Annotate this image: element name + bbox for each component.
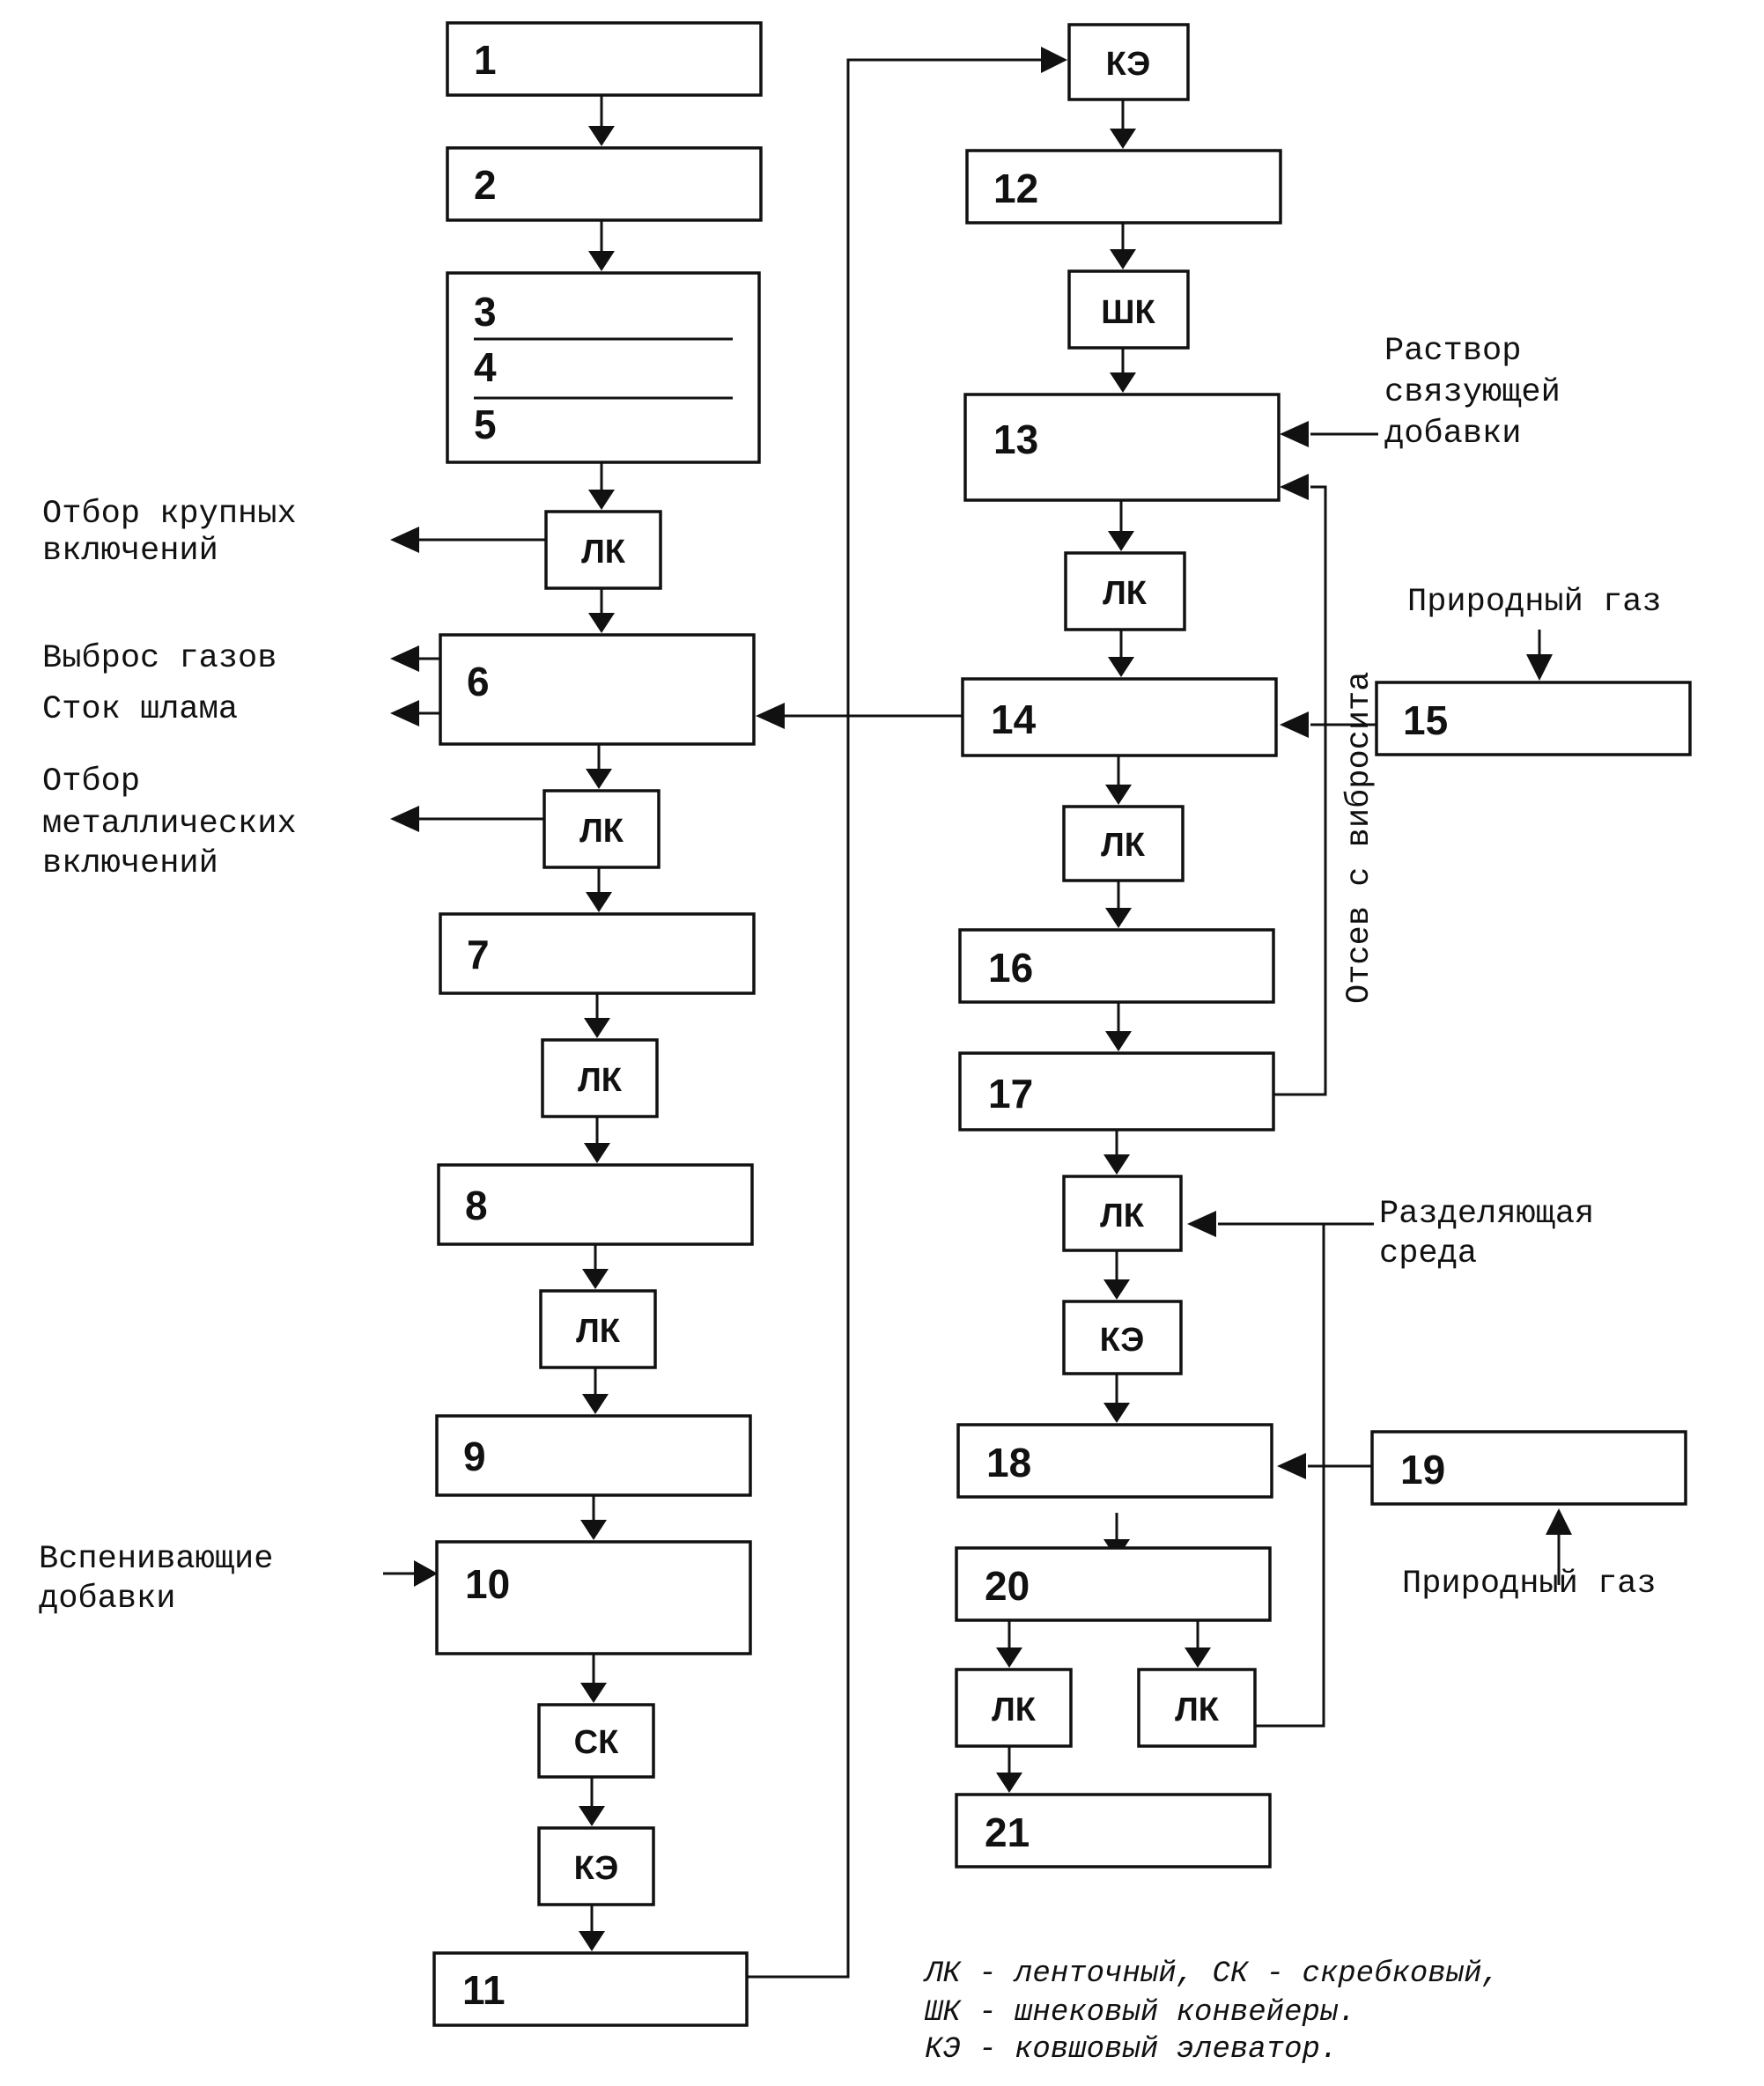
- belt-conveyor-7-label: ЛК: [1100, 1198, 1145, 1235]
- block-15-number: 15: [1403, 697, 1448, 743]
- block-19: 19: [1372, 1432, 1686, 1504]
- binder-solution-label-line-3: добавки: [1384, 416, 1521, 453]
- block-8: 8: [439, 1165, 752, 1244]
- belt-conveyor-6-label: ЛК: [1101, 827, 1146, 864]
- belt-conveyor-1-label: ЛК: [581, 534, 626, 571]
- scraper-conveyor-label: СК: [574, 1724, 619, 1761]
- natural-gas-label-top: Природный газ: [1407, 584, 1662, 621]
- block-12-number: 12: [993, 166, 1038, 211]
- block-3-4-5: 3 4 5: [447, 273, 759, 462]
- natural-gas-label-bottom: Природный газ: [1402, 1566, 1657, 1603]
- block-2-number: 2: [474, 162, 497, 208]
- block-6: 6: [440, 635, 754, 744]
- block-19-number: 19: [1400, 1447, 1445, 1493]
- bucket-elevator-1-label: КЭ: [574, 1850, 619, 1887]
- large-inclusions-label-line-1: Отбор крупных: [42, 496, 297, 533]
- block-1: 1: [447, 23, 761, 95]
- belt-conveyor-4-label: ЛК: [576, 1313, 621, 1350]
- block-14-number: 14: [991, 697, 1037, 742]
- block-7-number: 7: [467, 932, 490, 977]
- block-5-number: 5: [474, 402, 497, 447]
- block-11: 11: [434, 1953, 747, 2025]
- belt-conveyor-9: ЛК: [1139, 1670, 1255, 1746]
- block-9-number: 9: [463, 1434, 486, 1479]
- block-12: 12: [967, 151, 1281, 223]
- sludge-drain-label: Сток шлама: [42, 691, 238, 728]
- block-20: 20: [956, 1548, 1270, 1620]
- block-11-number: 11: [462, 1967, 506, 2013]
- block-21: 21: [956, 1795, 1270, 1867]
- block-6-number: 6: [467, 659, 490, 704]
- metal-inclusions-label-line-1: Отбор: [42, 763, 140, 800]
- belt-conveyor-7: ЛК: [1064, 1176, 1181, 1250]
- metal-inclusions-label-line-2: металлических: [42, 806, 297, 843]
- bucket-elevator-3-label: КЭ: [1100, 1322, 1145, 1359]
- belt-conveyor-2-label: ЛК: [579, 813, 624, 850]
- belt-conveyor-8: ЛК: [956, 1670, 1071, 1746]
- block-18: 18: [958, 1425, 1272, 1497]
- legend-line-3: КЭ - ковшовый элеватор.: [925, 2033, 1338, 2067]
- block-16-number: 16: [988, 945, 1033, 991]
- legend: ЛК - ленточный, СК - скребковый, ШК - шн…: [923, 1957, 1500, 2067]
- belt-conveyor-5-label: ЛК: [1103, 575, 1148, 612]
- block-17-number: 17: [988, 1071, 1033, 1117]
- bucket-elevator-2: КЭ: [1069, 25, 1188, 100]
- screw-conveyor: ШК: [1069, 271, 1188, 348]
- metal-inclusions-label-line-3: включений: [42, 845, 218, 882]
- large-inclusions-label-line-2: включений: [42, 533, 218, 570]
- block-16: 16: [960, 930, 1273, 1002]
- belt-conveyor-5: ЛК: [1066, 553, 1185, 630]
- block-20-number: 20: [985, 1563, 1030, 1609]
- block-18-number: 18: [986, 1440, 1031, 1485]
- gas-emission-label: Выброс газов: [42, 640, 277, 677]
- belt-conveyor-3: ЛК: [542, 1040, 657, 1117]
- block-10: 10: [437, 1542, 750, 1654]
- separating-medium-label-line-2: среда: [1379, 1235, 1477, 1272]
- block-14: 14: [963, 679, 1276, 756]
- belt-conveyor-4: ЛК: [541, 1291, 655, 1367]
- binder-solution-label-line-1: Раствор: [1384, 333, 1521, 370]
- bucket-elevator-2-label: КЭ: [1106, 46, 1151, 83]
- belt-conveyor-3-label: ЛК: [578, 1062, 623, 1099]
- block-2: 2: [447, 148, 761, 220]
- belt-conveyor-2: ЛК: [544, 791, 659, 867]
- foaming-additives-label-line-2: добавки: [39, 1581, 175, 1618]
- block-1-number: 1: [474, 37, 497, 83]
- block-13-number: 13: [993, 416, 1038, 462]
- block-9: 9: [437, 1416, 750, 1495]
- belt-conveyor-1: ЛК: [546, 512, 661, 588]
- block-4-number: 4: [474, 344, 497, 390]
- bucket-elevator-1: КЭ: [539, 1828, 653, 1905]
- legend-line-1: ЛК - ленточный, СК - скребковый,: [923, 1957, 1500, 1991]
- binder-solution-label-line-2: связующей: [1384, 374, 1561, 411]
- block-8-number: 8: [465, 1183, 488, 1228]
- block-21-number: 21: [985, 1810, 1030, 1855]
- separating-medium-label-line-1: Разделяющая: [1379, 1196, 1594, 1233]
- belt-conveyor-9-label: ЛК: [1175, 1692, 1220, 1729]
- screen-siftings-label: Отсев с вибросита: [1341, 672, 1378, 1004]
- block-7: 7: [440, 914, 754, 993]
- block-15: 15: [1377, 682, 1690, 755]
- belt-conveyor-8-label: ЛК: [992, 1692, 1037, 1729]
- block-13: 13: [965, 394, 1279, 500]
- block-3-number: 3: [474, 289, 497, 335]
- bucket-elevator-3: КЭ: [1064, 1301, 1181, 1374]
- side-labels: Отбор крупных включений Выброс газов Сто…: [39, 333, 1662, 1618]
- belt-conveyor-6: ЛК: [1064, 807, 1183, 881]
- block-10-number: 10: [465, 1561, 510, 1607]
- foaming-additives-label-line-1: Вспенивающие: [39, 1541, 273, 1578]
- scraper-conveyor: СК: [539, 1705, 653, 1777]
- legend-line-2: ШК - шнековый конвейеры.: [924, 1996, 1356, 2030]
- block-17: 17: [960, 1053, 1273, 1130]
- screw-conveyor-label: ШК: [1101, 294, 1155, 331]
